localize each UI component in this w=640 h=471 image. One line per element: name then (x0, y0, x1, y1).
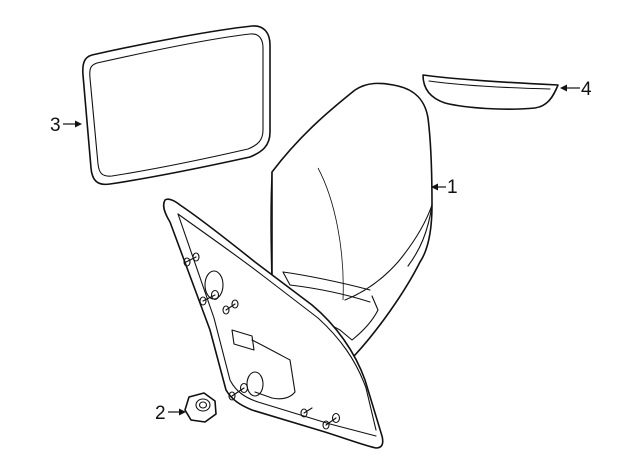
callout-4: 4 (560, 79, 592, 100)
callout-4-arrow (560, 84, 567, 92)
callout-2: 2 (155, 403, 186, 424)
callout-3-arrow (75, 120, 82, 128)
stud (183, 252, 200, 267)
mirror-base-bracket (162, 198, 384, 449)
mirror-cover-part (422, 74, 559, 110)
callout-1-arrow (431, 183, 438, 191)
stud (322, 412, 341, 430)
callout-1-label: 1 (447, 177, 458, 198)
stud (300, 407, 313, 418)
callout-2-label: 2 (155, 403, 166, 424)
callout-4-label: 4 (581, 79, 592, 100)
callout-1: 1 (431, 177, 458, 198)
callout-3: 3 (50, 115, 82, 136)
mirror-housing-part (270, 82, 433, 362)
stud (222, 299, 239, 315)
callout-2-arrow (179, 408, 186, 416)
stud (199, 289, 220, 306)
stud (228, 382, 249, 401)
mirror-glass-part (82, 25, 271, 186)
callout-3-label: 3 (50, 115, 61, 136)
hex-nut-part (184, 392, 217, 423)
